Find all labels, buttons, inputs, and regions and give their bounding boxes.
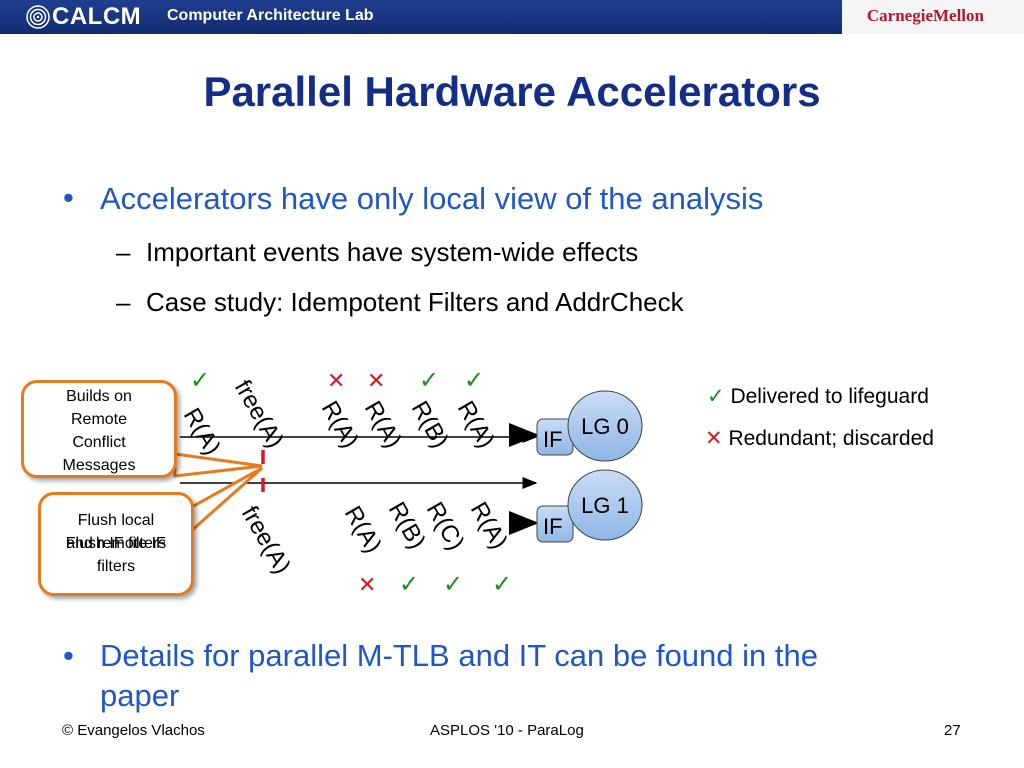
lane-1-event: R(A) — [465, 498, 513, 554]
check-icon: ✓ — [419, 367, 439, 394]
lane-0-event: R(A) — [316, 397, 364, 453]
callout-line: Messages — [62, 457, 136, 474]
callout-line: filters — [96, 558, 136, 575]
check-icon: ✓ — [492, 571, 512, 598]
bullet-marker: • — [63, 180, 74, 215]
callout-line: Flush local — [77, 512, 155, 529]
callout-line: Conflict — [72, 434, 126, 451]
check-icon: ✓ — [464, 367, 484, 394]
lane-1-event: free(A) — [236, 502, 296, 579]
sub-bullet-2: Case study: Idempotent Filters and AddrC… — [146, 287, 684, 317]
callout-line: Builds on — [66, 388, 132, 405]
check-icon: ✓ — [399, 571, 419, 598]
lab-name: Computer Architecture Lab — [167, 7, 374, 24]
university-badge: CarnegieMellon — [842, 0, 1024, 34]
check-icon: ✓ — [443, 571, 463, 598]
callout-top-pointer — [173, 452, 263, 478]
bullet-2-line1: Details for parallel M-TLB and IT can be… — [100, 638, 818, 673]
lane-0-event: R(B) — [406, 397, 454, 453]
lane-0-event: R(A) — [178, 404, 226, 460]
lane-1-event: R(C) — [421, 498, 470, 555]
if-label: IF — [543, 427, 563, 452]
if-label: IF — [543, 514, 563, 539]
callout-remote-conflict: Builds on Remote Conflict Messages — [21, 380, 177, 478]
concentric-circles-icon — [26, 5, 50, 29]
cross-icon: ✕ — [358, 572, 376, 597]
bullet-2-line2: paper — [100, 678, 180, 713]
university-name: CarnegieMellon — [866, 6, 984, 25]
cross-icon: ✕ — [327, 368, 345, 393]
sub-bullet-marker: – — [116, 237, 131, 267]
sub-bullet-1: Important events have system-wide effect… — [146, 237, 639, 267]
lane-0-event: free(A) — [229, 376, 289, 453]
legend-redundant-label: Redundant; discarded — [728, 427, 934, 450]
check-icon: ✓ — [707, 384, 725, 408]
lane-0-event: R(A) — [452, 397, 500, 453]
header-bar: CALCM Computer Architecture Lab Carnegie… — [0, 0, 1024, 34]
if-box-1 — [536, 505, 574, 543]
legend-delivered-label: Delivered to lifeguard — [730, 385, 929, 408]
callout-flush-filters: Flush local Flush IF filters and remote … — [38, 492, 194, 596]
bullet-1: Accelerators have only local view of the… — [100, 181, 764, 216]
footer-author: © Evangelos Vlachos — [62, 722, 205, 739]
callout-line: Flush IF filters — [65, 535, 167, 552]
lifeguard-1 — [567, 469, 643, 541]
sub-bullet-marker: – — [116, 287, 131, 317]
legend-redundant: ✕ Redundant; discarded — [705, 426, 934, 451]
page-number: 27 — [944, 722, 961, 739]
callout-line: and remote IF — [66, 535, 166, 552]
lane-1-event: R(A) — [339, 502, 387, 558]
lane-0-event: R(A) — [359, 397, 407, 453]
bullet-marker: • — [63, 638, 74, 673]
callout-overlap-line: Flush IF filters and remote IF — [41, 532, 191, 555]
cross-icon: ✕ — [705, 426, 723, 450]
lifeguard-1-label: LG 1 — [581, 493, 629, 518]
check-icon: ✓ — [190, 367, 210, 394]
footer-conference: ASPLOS '10 - ParaLog — [430, 722, 584, 739]
slide-title: Parallel Hardware Accelerators — [203, 68, 821, 115]
lifeguard-0-label: LG 0 — [581, 414, 629, 439]
callout-line: Remote — [70, 411, 128, 428]
lifeguard-0 — [567, 390, 643, 462]
cross-icon: ✕ — [367, 368, 385, 393]
legend-delivered: ✓ Delivered to lifeguard — [707, 384, 929, 409]
lane-1-event: R(B) — [383, 498, 431, 554]
calcm-logo: CALCM — [52, 3, 142, 30]
